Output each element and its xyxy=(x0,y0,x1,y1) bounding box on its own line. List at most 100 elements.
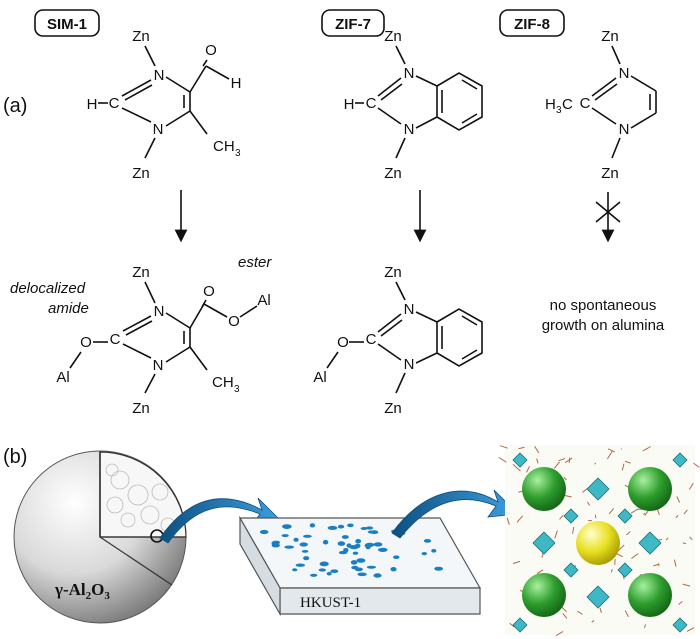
framework-bond xyxy=(644,624,646,628)
cage-sphere-green xyxy=(522,467,566,511)
crystallite-dot xyxy=(365,544,371,550)
svg-text:Zn: Zn xyxy=(132,28,150,45)
framework-bond xyxy=(675,514,679,519)
svg-text:3: 3 xyxy=(234,384,240,395)
framework-bond xyxy=(559,515,564,520)
crystallite-dot xyxy=(309,523,316,528)
framework-bond xyxy=(676,496,681,503)
framework-bond xyxy=(665,537,669,541)
svg-text:Zn: Zn xyxy=(384,28,402,45)
svg-text:O: O xyxy=(228,313,240,330)
film-label: HKUST-1 xyxy=(300,595,361,611)
framework-bond xyxy=(558,458,565,462)
sim1-linker-structure: Zn N N C H O H CH 3 Zn xyxy=(87,28,242,182)
crystallite-dot xyxy=(293,537,299,542)
crystallite-dot xyxy=(271,540,279,546)
crystallite-dot xyxy=(310,573,318,577)
framework-bond xyxy=(615,552,623,558)
framework-bond xyxy=(657,509,660,516)
crystallite-dot xyxy=(318,568,326,572)
framework-bond xyxy=(516,515,524,523)
framework-bond xyxy=(631,553,639,560)
hkust1-crystal-structure xyxy=(498,445,700,637)
framework-bond xyxy=(498,457,507,463)
svg-text:C: C xyxy=(562,96,573,113)
framework-bond xyxy=(512,464,521,472)
cage-sphere-green xyxy=(628,467,672,511)
crystallite-dot xyxy=(319,561,329,567)
crystallite-dot xyxy=(327,525,338,530)
framework-bond xyxy=(608,508,615,515)
svg-text:Al: Al xyxy=(313,369,326,386)
sim1-grafted-structure: Zn N N C O O Al CH 3 O Al Zn xyxy=(56,264,270,417)
cage-sphere-green xyxy=(522,573,566,617)
framework-bond xyxy=(599,607,602,614)
panel-a-label: (a) xyxy=(3,95,27,117)
svg-text:N: N xyxy=(404,356,415,373)
svg-text:C: C xyxy=(109,95,120,112)
copper-paddlewheel xyxy=(512,617,528,633)
svg-text:H: H xyxy=(545,96,556,113)
svg-text:3: 3 xyxy=(556,105,562,116)
crystallite-dot xyxy=(292,568,298,572)
zif8-linker-structure: Zn N N C H 3 C Zn xyxy=(545,28,657,182)
framework-bond xyxy=(509,622,515,628)
svg-text:N: N xyxy=(619,65,630,82)
crystallite-dot xyxy=(373,573,382,578)
delocalized-label: delocalized xyxy=(10,280,86,297)
copper-paddlewheel xyxy=(617,562,633,578)
svg-text:C: C xyxy=(366,331,377,348)
svg-text:N: N xyxy=(154,303,165,320)
svg-text:Al: Al xyxy=(257,292,270,309)
crystallite-dot xyxy=(282,524,288,528)
framework-bond xyxy=(642,446,651,452)
copper-paddlewheel xyxy=(563,508,579,524)
no-growth-line-1: no spontaneous xyxy=(550,297,657,314)
alumina-support-sphere: γ-Al2O3 xyxy=(13,450,187,624)
svg-text:CH: CH xyxy=(213,138,235,155)
svg-text:N: N xyxy=(404,121,415,138)
svg-text:N: N xyxy=(404,301,415,318)
copper-paddlewheel xyxy=(586,585,610,609)
framework-bond xyxy=(553,461,560,469)
framework-bond xyxy=(621,463,625,471)
copper-paddlewheel xyxy=(617,508,633,524)
cage-sphere-yellow xyxy=(576,521,620,565)
svg-text:O: O xyxy=(80,334,92,351)
cage-sphere-green xyxy=(628,573,672,617)
crystallite-dot xyxy=(303,556,310,561)
crystallite-dot xyxy=(366,565,376,569)
svg-text:N: N xyxy=(154,67,165,84)
framework-bond xyxy=(682,583,691,587)
material-name: SIM-1 xyxy=(47,16,87,33)
framework-bond xyxy=(610,568,613,573)
framework-bond xyxy=(591,620,595,623)
svg-text:Zn: Zn xyxy=(132,264,150,281)
svg-text:C: C xyxy=(110,331,121,348)
crystallite-dot xyxy=(431,549,437,553)
copper-paddlewheel xyxy=(512,452,528,468)
crystallite-dot xyxy=(365,526,374,530)
copper-paddlewheel xyxy=(638,531,662,555)
framework-bond xyxy=(683,509,688,515)
svg-text:Zn: Zn xyxy=(384,264,402,281)
zif7-linker-structure: Zn N N C H Zn xyxy=(344,28,483,182)
copper-paddlewheel xyxy=(672,452,688,468)
crystallite-dot xyxy=(355,539,362,544)
svg-text:O: O xyxy=(203,283,215,300)
svg-text:Zn: Zn xyxy=(601,28,619,45)
copper-paddlewheel xyxy=(563,562,579,578)
svg-text:Zn: Zn xyxy=(132,400,150,417)
framework-bond xyxy=(678,601,683,605)
crystallite-dot xyxy=(284,545,295,549)
framework-bond xyxy=(673,559,677,567)
zif8-blocked-arrow xyxy=(595,192,621,243)
svg-text:3: 3 xyxy=(235,148,241,159)
hkust1-film-slab: HKUST-1 xyxy=(238,515,482,617)
svg-text:O: O xyxy=(337,334,349,351)
framework-bond xyxy=(564,494,572,498)
svg-text:H: H xyxy=(344,96,355,113)
svg-text:N: N xyxy=(153,357,164,374)
crystallite-dot xyxy=(337,524,345,529)
